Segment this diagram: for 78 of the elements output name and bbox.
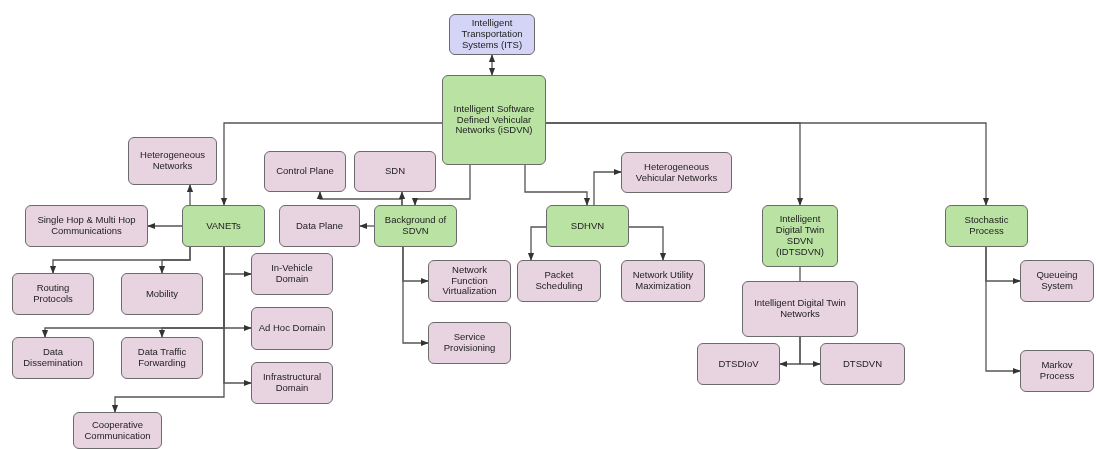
arrow: [111, 246, 225, 413]
topic-box: [182, 205, 265, 247]
topic-box: [621, 152, 732, 193]
topic-box: [12, 273, 94, 315]
box-label: DTSDVN: [842, 358, 883, 370]
box-label: Queueing System: [1035, 270, 1079, 292]
box-label: Network Function Virtualization: [441, 264, 498, 298]
topic-box: [251, 307, 333, 350]
box-label: DTSDIoV: [718, 358, 759, 370]
arrow: [593, 168, 622, 206]
box-label: SDN: [384, 166, 406, 177]
arrow: [147, 222, 183, 230]
box-label: Mobility: [145, 288, 179, 300]
topic-box: [264, 151, 346, 192]
box-label: Heterogeneous Networks: [139, 150, 206, 172]
arrow: [359, 222, 375, 230]
box-label: Infrastructural Domain: [261, 372, 323, 394]
box-label: Heterogeneous Vehicular Networks: [634, 161, 719, 184]
topic-box: [251, 253, 333, 295]
box-label: Data Dissemination: [22, 347, 84, 369]
topic-box: [621, 260, 705, 302]
arrow: [411, 164, 471, 206]
arrow: [488, 54, 496, 76]
box-label: Packet Scheduling: [534, 270, 584, 292]
topic-box: [1020, 350, 1094, 392]
topic-box: [251, 362, 333, 404]
topic-box: [742, 281, 858, 337]
topic-box: [121, 273, 203, 315]
arrow: [158, 246, 191, 274]
box-label: VANETs: [206, 220, 241, 232]
topic-box: [428, 322, 511, 364]
topic-box: [442, 75, 546, 165]
box-label: Cooperative Communication: [83, 419, 152, 442]
topic-box: [945, 205, 1028, 247]
box-label: Single Hop & Multi Hop Communications: [36, 215, 137, 237]
box-label: Ad Hoc Domain: [258, 323, 326, 334]
box-label: Stochastic Process: [963, 215, 1010, 237]
box-label: Routing Protocols: [32, 283, 74, 305]
arrow: [402, 246, 429, 347]
connector-line: [799, 266, 801, 282]
topic-box: [121, 337, 203, 379]
box-label: Markov Process: [1038, 360, 1076, 382]
topic-box: [12, 337, 94, 379]
topic-box: [128, 137, 217, 185]
topic-box: [546, 205, 629, 247]
topic-box: [354, 151, 436, 192]
topic-box: [762, 205, 838, 267]
box-label: In-Vehicle Domain: [270, 263, 314, 285]
topic-box: [517, 260, 601, 302]
topic-box: [449, 14, 535, 55]
arrow: [545, 122, 990, 206]
box-label: Data Traffic Forwarding: [136, 347, 188, 369]
box-label: Intelligent Software Defined Vehicular Networks (iSDVN): [452, 103, 536, 137]
box-label: SDHVN: [570, 220, 605, 232]
topic-box: [820, 343, 905, 385]
arrow: [220, 122, 443, 206]
arrow: [985, 246, 1021, 375]
box-label: Intelligent Transportation Systems (ITS): [460, 18, 524, 51]
topic-box: [279, 205, 360, 247]
box-label: Background of SDVN: [383, 215, 448, 237]
topic-box: [428, 260, 511, 302]
box-label: Intelligent Digital Twin SDVN (IDTSDVN): [774, 214, 826, 258]
box-label: Control Plane: [276, 166, 334, 177]
box-label: Network Utility Maximization: [631, 270, 695, 292]
arrow: [799, 336, 821, 368]
box-label: Intelligent Digital Twin Networks: [753, 298, 847, 320]
arrow: [186, 184, 194, 206]
box-label: Data Plane: [296, 220, 343, 232]
topic-box: [1020, 260, 1094, 302]
arrow: [628, 226, 667, 261]
arrow: [524, 164, 591, 206]
topic-box: [73, 412, 162, 449]
topic-box: [374, 205, 457, 247]
topic-box: [25, 205, 148, 247]
arrow: [398, 191, 406, 206]
topic-box: [697, 343, 780, 385]
arrow: [527, 226, 547, 261]
box-label: Service Provisioning: [442, 332, 497, 354]
